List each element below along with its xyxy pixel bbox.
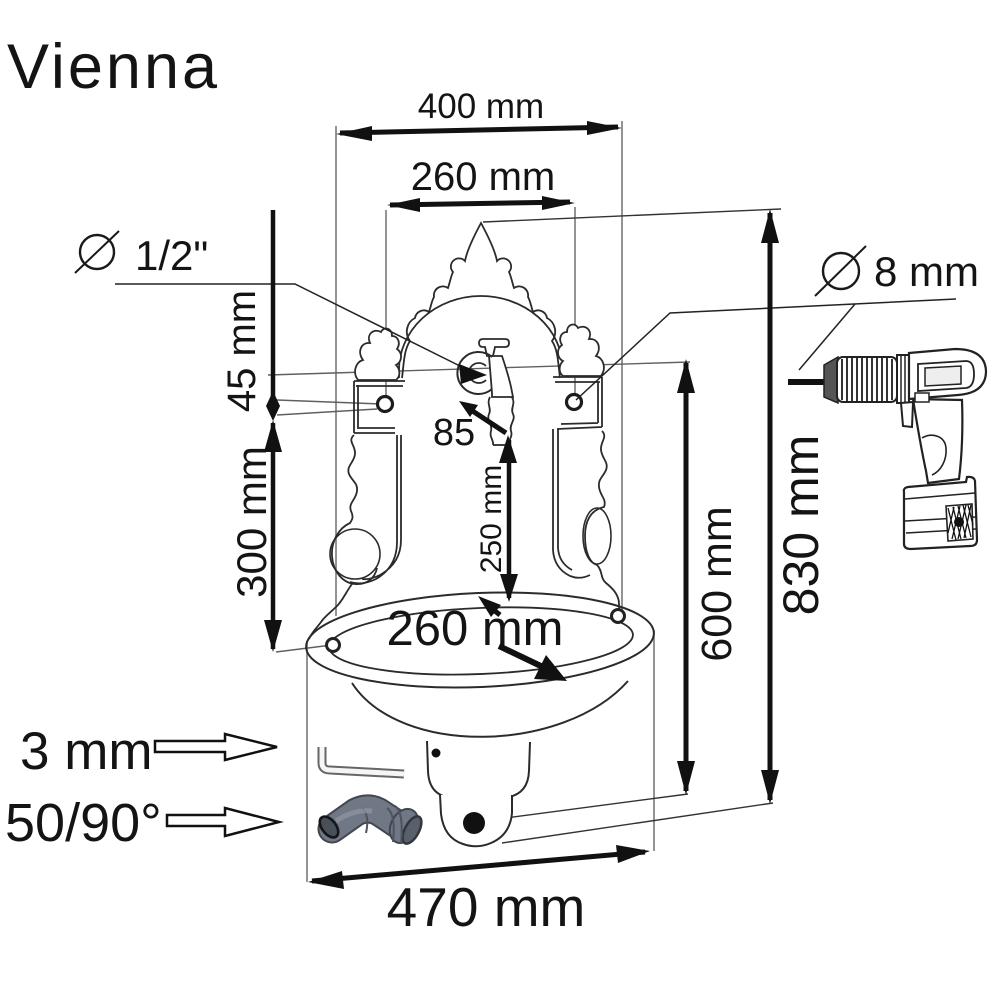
svg-text:300 mm: 300 mm	[228, 446, 275, 598]
svg-text:260 mm: 260 mm	[411, 155, 556, 199]
svg-text:400 mm: 400 mm	[418, 87, 544, 126]
svg-text:Vienna: Vienna	[7, 32, 220, 102]
svg-text:260 mm: 260 mm	[386, 602, 563, 656]
svg-text:8 mm: 8 mm	[874, 248, 979, 295]
svg-text:1/2": 1/2"	[135, 232, 208, 279]
svg-text:50/90°: 50/90°	[5, 793, 162, 853]
svg-text:250 mm: 250 mm	[475, 465, 508, 573]
svg-text:3 mm: 3 mm	[20, 722, 153, 781]
svg-text:85: 85	[433, 412, 475, 454]
svg-text:830 mm: 830 mm	[773, 435, 829, 616]
svg-text:45 mm: 45 mm	[220, 290, 264, 412]
svg-text:470 mm: 470 mm	[387, 876, 586, 938]
svg-text:600 mm: 600 mm	[693, 506, 741, 661]
